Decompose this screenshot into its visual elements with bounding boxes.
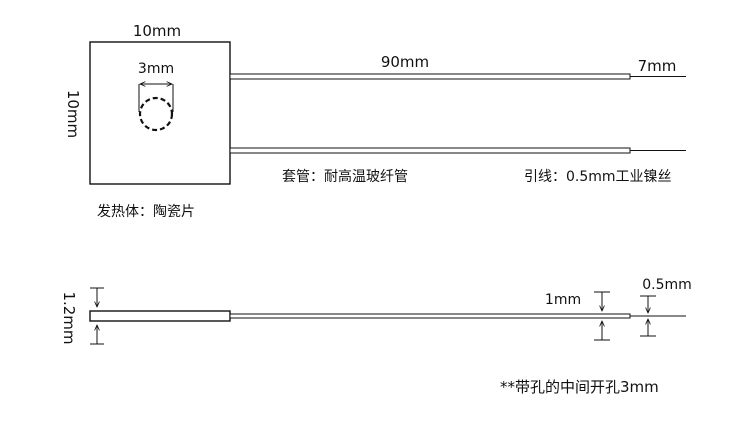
sleeve-diameter-label: 1mm [545, 292, 581, 308]
sleeve-length-label: 90mm [381, 53, 429, 71]
center-hole [138, 96, 174, 132]
hole-note: **带孔的中间开孔3mm [500, 378, 659, 396]
side-view: 1.2mm 1mm 0.5mm [60, 277, 692, 345]
sleeve-top [229, 73, 631, 80]
lead-length-label: 7mm [638, 57, 677, 75]
lead-wire-label: 引线：0.5mm工业镍丝 [524, 169, 672, 185]
body-material-label: 发热体：陶瓷片 [97, 204, 195, 220]
height-label: 10mm [64, 90, 82, 138]
thickness-label: 1.2mm [60, 291, 78, 344]
sleeve-material-label: 套管：耐高温玻纤管 [282, 168, 408, 185]
ceramic-plate [89, 41, 231, 185]
sleeve-bottom [229, 147, 631, 154]
sleeve-side [229, 313, 631, 319]
hole-label: 3mm [138, 61, 174, 77]
wire-diameter-label: 0.5mm [642, 277, 692, 293]
width-label: 10mm [133, 22, 181, 40]
plate-side [89, 310, 231, 322]
top-view: 3mm 10mm 10mm 90mm 7mm 套管：耐高温玻纤管 引线：0.5m… [64, 22, 686, 220]
